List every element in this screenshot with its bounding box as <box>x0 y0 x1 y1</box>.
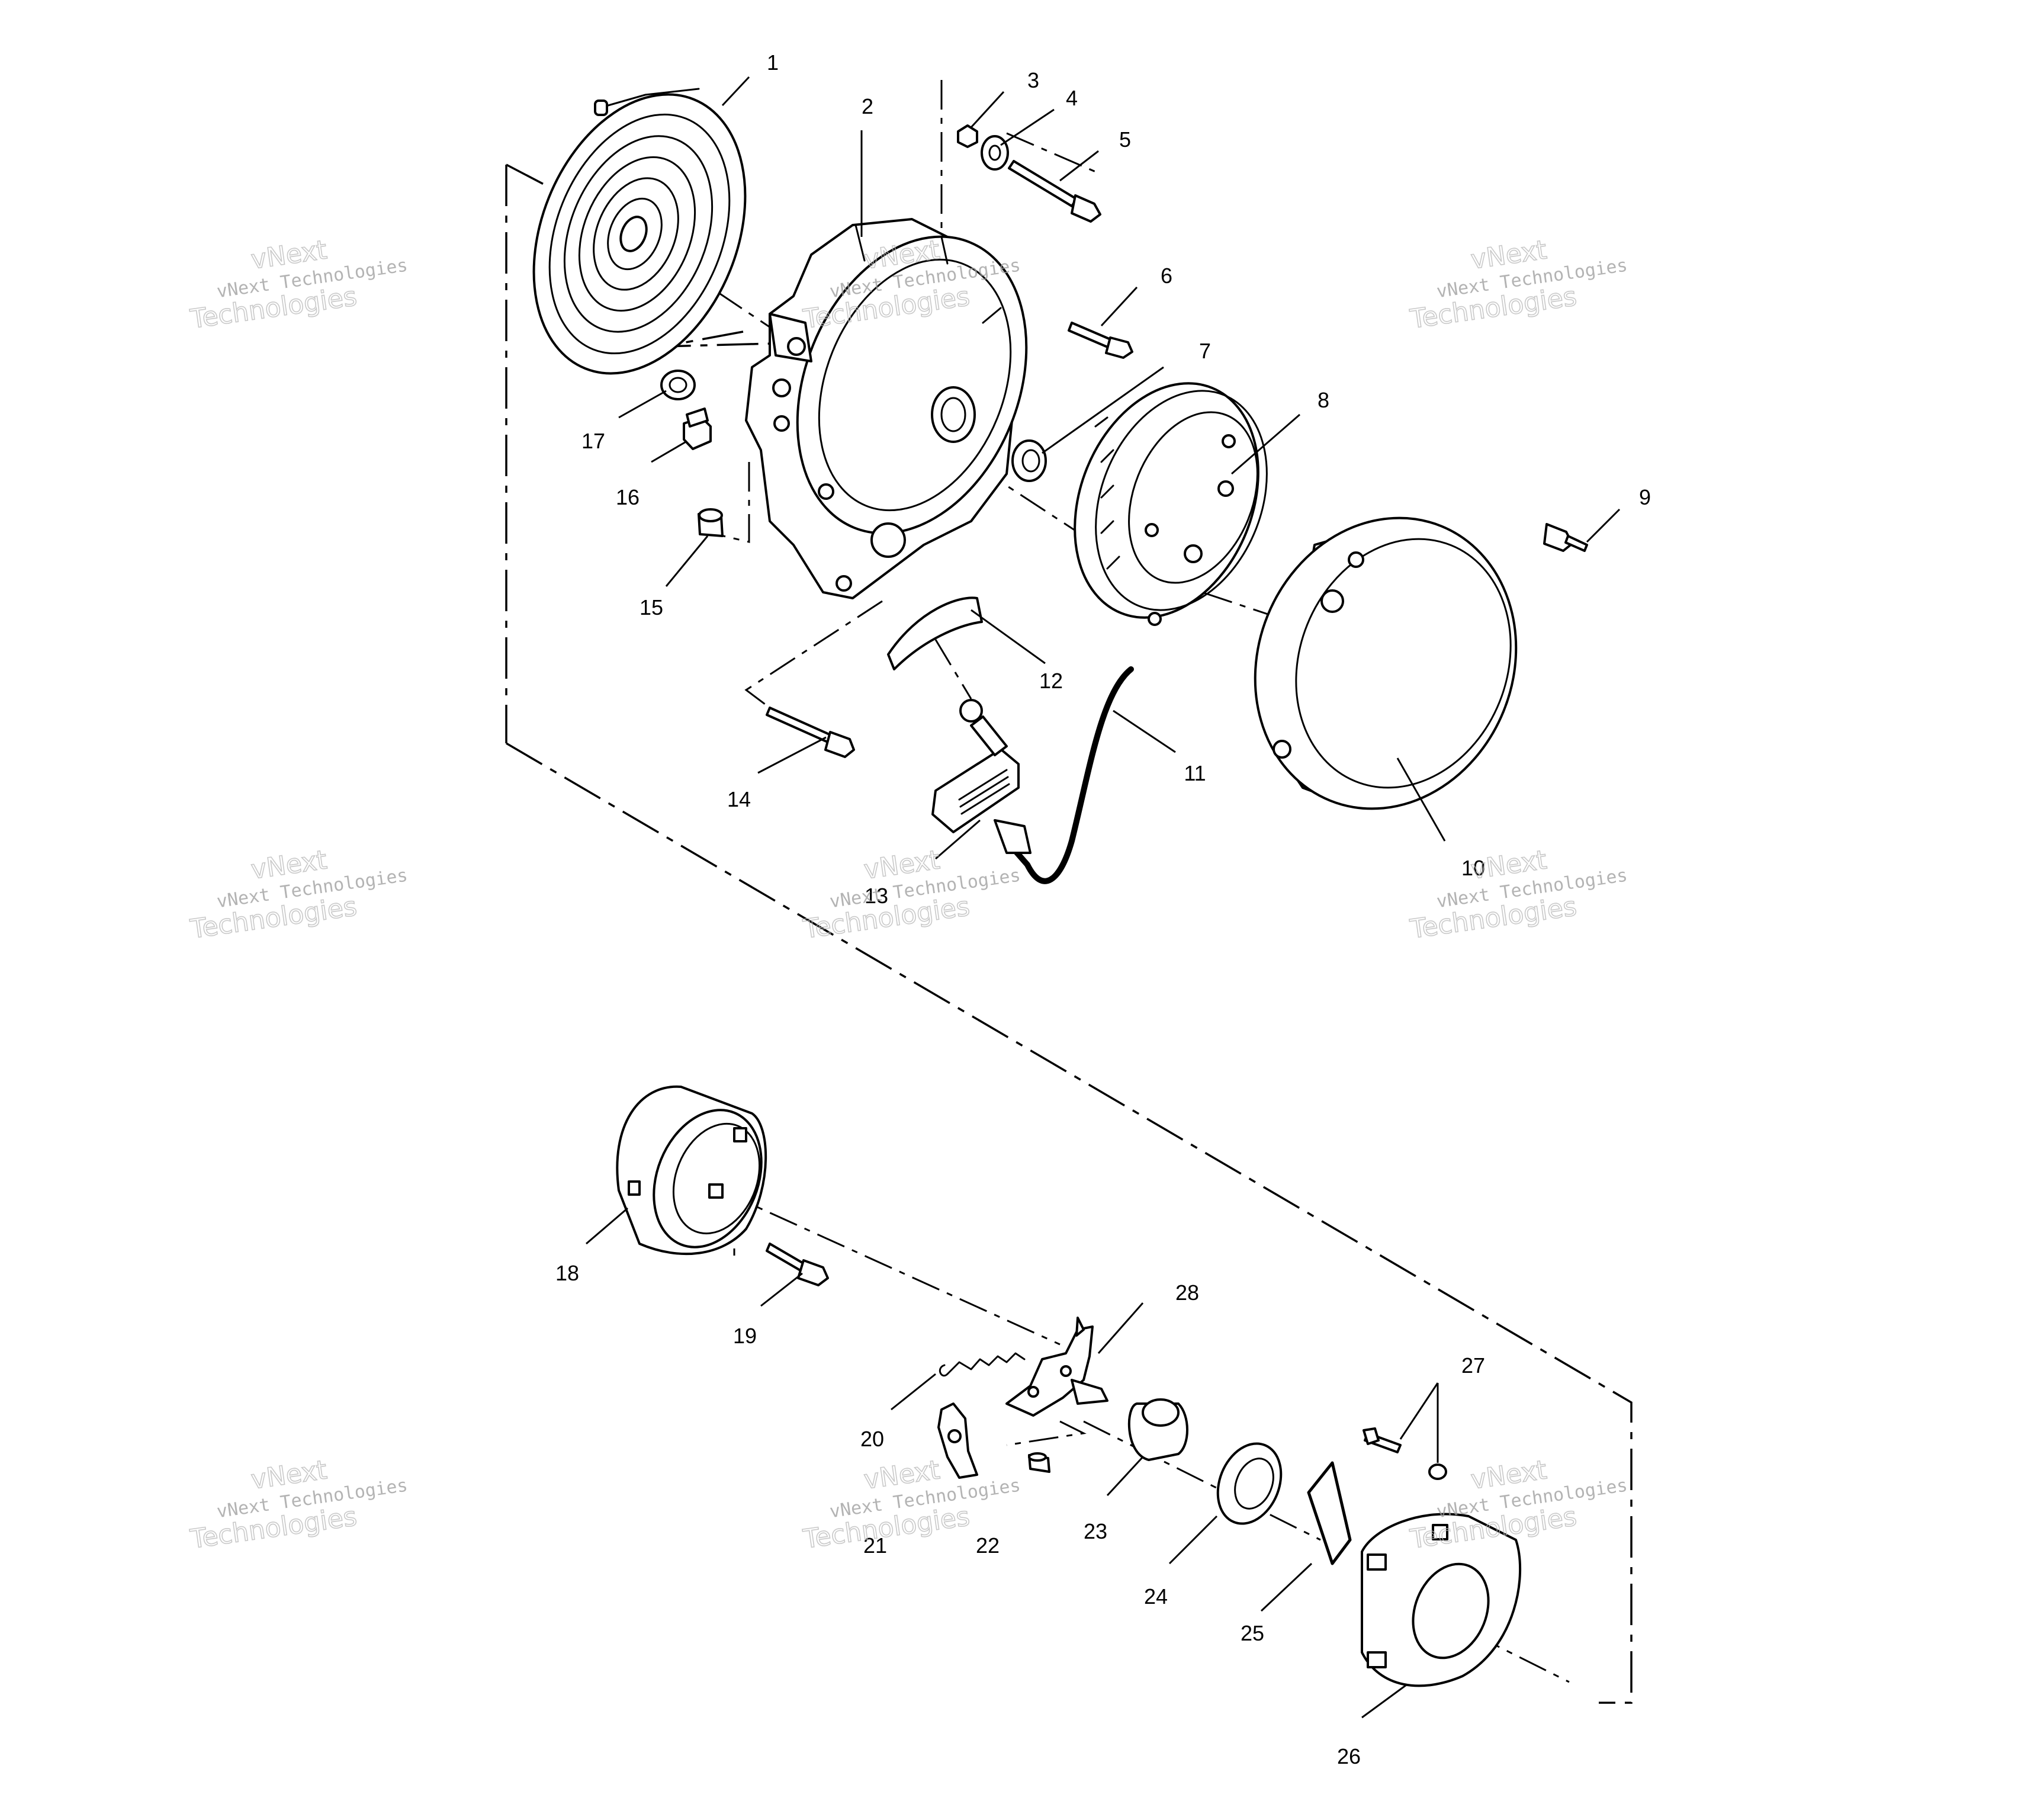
rope-pulley <box>1074 382 1268 626</box>
callout-8: 8 <box>1318 388 1329 412</box>
callout-9: 9 <box>1639 485 1651 509</box>
recoil-spring <box>532 88 747 375</box>
watermark: vNext vNext Technologies Technologies <box>1408 1455 1629 1555</box>
bolt-6 <box>1068 322 1133 359</box>
callout-4: 4 <box>1066 86 1078 110</box>
callout-5: 5 <box>1119 127 1131 152</box>
callout-15: 15 <box>640 595 663 619</box>
watermark: vNext vNext Technologies Technologies <box>188 845 409 945</box>
pin-22 <box>1028 1452 1050 1473</box>
clip-25 <box>1307 1461 1352 1565</box>
callout-1: 1 <box>767 50 779 75</box>
washer-27 <box>1428 1463 1447 1480</box>
callout-22: 22 <box>976 1533 1000 1558</box>
bracket-28 <box>1005 1317 1108 1417</box>
starter-rope <box>1004 666 1134 884</box>
callout-23: 23 <box>1084 1519 1107 1543</box>
watermark: vNext vNext Technologies Technologies <box>188 235 409 335</box>
callout-24: 24 <box>1144 1584 1168 1609</box>
pawl-21 <box>937 1402 978 1479</box>
bolt-14 <box>766 707 855 758</box>
watermark: vNext vNext Technologies Technologies <box>1408 235 1629 335</box>
callout-10: 10 <box>1461 856 1485 880</box>
callout-16: 16 <box>616 485 640 509</box>
starter-cover <box>1254 516 1518 810</box>
callout-13: 13 <box>865 884 888 908</box>
drive-cup <box>616 1085 767 1256</box>
ring-17 <box>660 370 696 400</box>
watermark: vNext vNext Technologies Technologies <box>1408 845 1629 945</box>
callout-21: 21 <box>863 1533 887 1558</box>
callout-3: 3 <box>1027 68 1039 92</box>
callout-25: 25 <box>1241 1621 1264 1645</box>
bolt-5 <box>1008 160 1101 223</box>
nut-3 <box>957 124 978 148</box>
watermark: vNext vNext Technologies Technologies <box>801 845 1022 945</box>
callout-27: 27 <box>1461 1353 1485 1378</box>
callout-11: 11 <box>1184 761 1206 785</box>
callout-14: 14 <box>727 787 751 811</box>
bushing-23 <box>1127 1398 1188 1461</box>
callout-28: 28 <box>1175 1280 1199 1305</box>
handle-insert <box>887 596 983 670</box>
callout-19: 19 <box>733 1324 757 1348</box>
leader-lines <box>586 76 1621 1719</box>
callout-numbers: 1 2 3 4 5 6 7 8 9 10 11 12 13 14 15 16 1… <box>555 50 1651 1768</box>
callout-2: 2 <box>862 94 873 118</box>
callout-17: 17 <box>581 429 605 453</box>
screw-27 <box>1363 1427 1402 1453</box>
callout-18: 18 <box>555 1261 579 1285</box>
callout-20: 20 <box>860 1427 884 1451</box>
plug-16 <box>683 407 712 450</box>
ring-24 <box>1216 1442 1283 1525</box>
watermark: vNext vNext Technologies Technologies <box>188 1455 409 1555</box>
callout-7: 7 <box>1199 339 1211 363</box>
bolt-19 <box>766 1243 829 1286</box>
callout-6: 6 <box>1161 264 1172 288</box>
washer-4 <box>981 135 1009 171</box>
bolt-9 <box>1543 523 1588 552</box>
starter-housing <box>745 218 1028 599</box>
plate-26 <box>1361 1513 1522 1687</box>
spring-20 <box>939 1352 1026 1377</box>
callout-26: 26 <box>1337 1744 1361 1768</box>
seal-7 <box>1011 439 1047 482</box>
starter-handle <box>931 699 1032 854</box>
bushing-15 <box>698 508 724 537</box>
callout-12: 12 <box>1039 669 1063 693</box>
